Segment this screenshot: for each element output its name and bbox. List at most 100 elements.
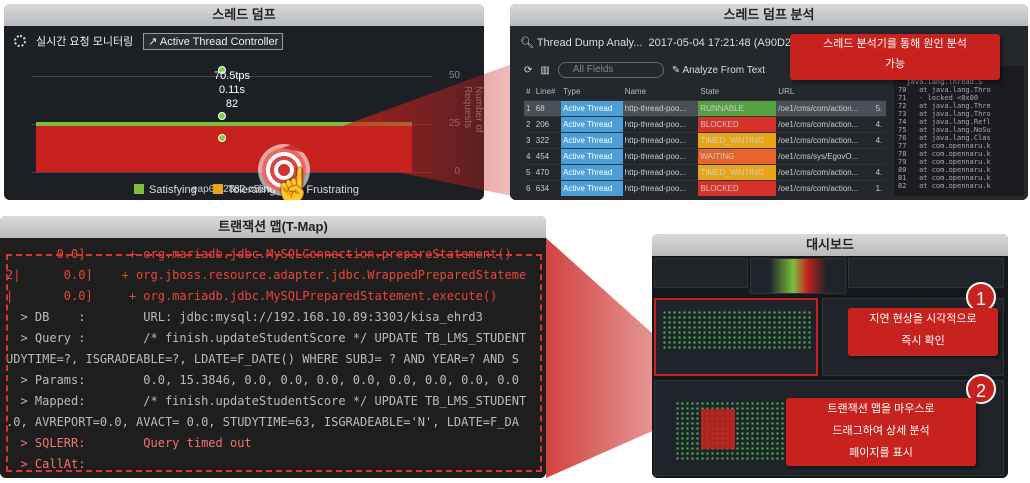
realtime-monitor-label: 실시간 요청 모니터링	[36, 33, 133, 49]
y-tick: 25	[449, 118, 460, 129]
response-time-value: 0.11s	[202, 84, 262, 96]
thread-dump-title: 스레드 덤프	[4, 4, 484, 26]
thread-name: http-thread-poo...	[623, 132, 699, 148]
table-row[interactable]: 5470Active Threadhttp-thread-poo...TIMED…	[524, 164, 886, 180]
request-dot	[218, 134, 226, 142]
thread-type: Active Thread	[561, 164, 623, 180]
thread-name: http-thread-poo...	[623, 164, 699, 180]
columns-icon[interactable]: ▥	[540, 65, 549, 76]
dashboard-callout-1: 지연 현상을 시각적으로 즉시 확인	[848, 308, 998, 356]
active-thread-controller-label: Active Thread Controller	[160, 36, 278, 48]
legend-label: Satisfying	[149, 184, 197, 196]
line-number: 470	[534, 164, 561, 180]
analyze-from-text-button[interactable]: ✎ Analyze From Text	[672, 65, 765, 76]
dashboard-widget[interactable]	[654, 258, 748, 288]
legend-swatch	[134, 184, 144, 194]
stack-trace-line: 78 at com.opennaru.k	[898, 150, 1020, 158]
col-header[interactable]: #	[524, 84, 534, 100]
frustrating-bar	[36, 126, 412, 172]
thread-dump-analysis-panel: 스레드 덤프 분석 🔍︎ Thread Dump Analy... 2017-0…	[510, 4, 1028, 200]
tmap-line: 0.0] + org.mariadb.jdbc.MySQLConnection.…	[6, 244, 546, 265]
gridline	[32, 172, 432, 173]
dot-grid	[662, 310, 812, 350]
tmap-line: > CallAt:	[6, 454, 546, 475]
stack-trace-line: 82 at com.opennaru.k	[898, 182, 1020, 190]
line-number: 454	[534, 148, 561, 164]
tmap-line: > DB : URL: jdbc:mysql://192.168.10.89:3…	[6, 307, 546, 328]
refresh-icon[interactable]: ⟳	[524, 65, 532, 76]
callout-line: 페이지를 표시	[786, 442, 976, 464]
col-header[interactable]: URL	[776, 84, 873, 100]
col-header[interactable]: State	[698, 84, 776, 100]
thread-state: WAITING	[698, 148, 776, 164]
drag-selection[interactable]	[701, 409, 735, 449]
legend-satisfying: Satisfying	[134, 184, 197, 196]
stack-trace-line: 77 at com.opennaru.k	[898, 142, 1020, 150]
stack-trace-line: 80 at com.opennaru.k	[898, 166, 1020, 174]
search-icon: 🔍︎	[520, 37, 534, 49]
dashboard-widget-highlighted[interactable]	[654, 298, 818, 376]
analysis-callout: 스레드 분석기를 통해 원인 분석 가능	[790, 34, 1000, 80]
col-header[interactable]: Name	[623, 84, 699, 100]
analysis-title: 스레드 덤프 분석	[510, 4, 1028, 26]
tps-value: 70.5tps	[202, 70, 262, 82]
thread-state: TIMED_WAITING	[698, 132, 776, 148]
thread-type: Active Thread	[561, 132, 623, 148]
chart-legend: Satisfying Tolerating Frustrating	[134, 184, 359, 196]
col-header[interactable]: Line#	[534, 84, 561, 100]
stack-trace-line: 72 at java.lang.Thre	[898, 102, 1020, 110]
tmap-line: > Params: 0.0, 15.3846, 0.0, 0.0, 0.0, 0…	[6, 370, 546, 391]
thread-dump-panel: 스레드 덤프 실시간 요청 모니터링 ↗ Active Thread Contr…	[4, 4, 484, 200]
thread-state: RUNNABLE	[698, 100, 776, 116]
loading-spinner-icon	[14, 35, 26, 47]
request-count-value: 82	[202, 98, 262, 110]
callout-line: 트랜잭션 맵을 마우스로	[786, 398, 976, 420]
request-chart: 50 25 0 Number of Requests 70.5tps 0.11s…	[32, 56, 432, 172]
thread-state: TIMED_WAITING	[698, 164, 776, 180]
table-row[interactable]: 6634Active Threadhttp-thread-poo...BLOCK…	[524, 180, 886, 196]
thread-table: # Line# Type Name State URL 168Active Th…	[524, 84, 886, 196]
callout-line: 드래그하여 상세 분석	[786, 420, 976, 442]
search-input[interactable]: All Fields	[558, 62, 664, 78]
table-row[interactable]: 168Active Threadhttp-thread-poo...RUNNAB…	[524, 100, 886, 116]
stack-trace-line: 76 at java.lang.Clas	[898, 134, 1020, 142]
col-header[interactable]: Type	[561, 84, 623, 100]
row-number: 6	[524, 180, 534, 196]
thread-value: 4.	[874, 116, 886, 132]
tmap-line: .0, AVREPORT=0.0, AVACT= 0.0, STUDYTIME=…	[6, 412, 546, 433]
thread-name: http-thread-poo...	[623, 116, 699, 132]
pointer-hand-icon: ☝	[272, 166, 314, 200]
callout-line: 스레드 분석기를 통해 원인 분석	[790, 34, 1000, 54]
table-row[interactable]: 2206Active Threadhttp-thread-poo...BLOCK…	[524, 116, 886, 132]
line-number: 322	[534, 132, 561, 148]
table-row[interactable]: 3322Active Threadhttp-thread-poo...TIMED…	[524, 132, 886, 148]
thread-type: Active Thread	[561, 148, 623, 164]
analyzer-toolbar: ⟳ ▥ All Fields ✎ Analyze From Text	[524, 62, 765, 78]
thread-url: /oe1/cms/com/action...	[776, 164, 873, 180]
stack-trace-view: "Thread Dump" java.lang.Thread.S70 at ja…	[894, 66, 1024, 196]
thread-dump-toolbar: 실시간 요청 모니터링 ↗ Active Thread Controller	[14, 32, 283, 50]
tmap-line: > Mapped: /* finish.updateStudentScore *…	[6, 391, 546, 412]
dashboard-widget[interactable]	[750, 258, 846, 294]
table-row[interactable]: 4454Active Threadhttp-thread-poo...WAITI…	[524, 148, 886, 164]
active-thread-controller-button[interactable]: ↗ Active Thread Controller	[143, 33, 283, 50]
thread-type: Active Thread	[561, 180, 623, 196]
dashboard-title: 대시보드	[652, 234, 1008, 256]
thread-state: BLOCKED	[698, 116, 776, 132]
dashboard-callout-2: 트랜잭션 맵을 마우스로 드래그하여 상세 분석 페이지를 표시	[786, 398, 976, 466]
analyzer-window-title: 🔍︎ Thread Dump Analy... 2017-05-04 17:21…	[520, 36, 820, 49]
tmap-line: > SQLERR: Query timed out	[6, 433, 546, 454]
thread-state: BLOCKED	[698, 180, 776, 196]
stack-trace-line: 71 - locked <0x00	[898, 94, 1020, 102]
legend-swatch	[213, 184, 223, 194]
row-number: 1	[524, 100, 534, 116]
callout-line: 가능	[790, 54, 1000, 74]
dashboard-panel: 대시보드 1 2 지연 현상을 시각적으로 즉시 확인 트랜잭션 맵을 마우스로…	[652, 234, 1008, 478]
tmap-line: > Query : /* finish.updateStudentScore *…	[6, 328, 546, 349]
request-dot	[218, 112, 226, 120]
col-header[interactable]	[874, 84, 886, 100]
dashboard-body: 1 2 지연 현상을 시각적으로 즉시 확인 트랜잭션 맵을 마우스로 드래그하…	[652, 256, 1008, 478]
line-number: 206	[534, 116, 561, 132]
line-number: 68	[534, 100, 561, 116]
thread-value	[874, 148, 886, 164]
